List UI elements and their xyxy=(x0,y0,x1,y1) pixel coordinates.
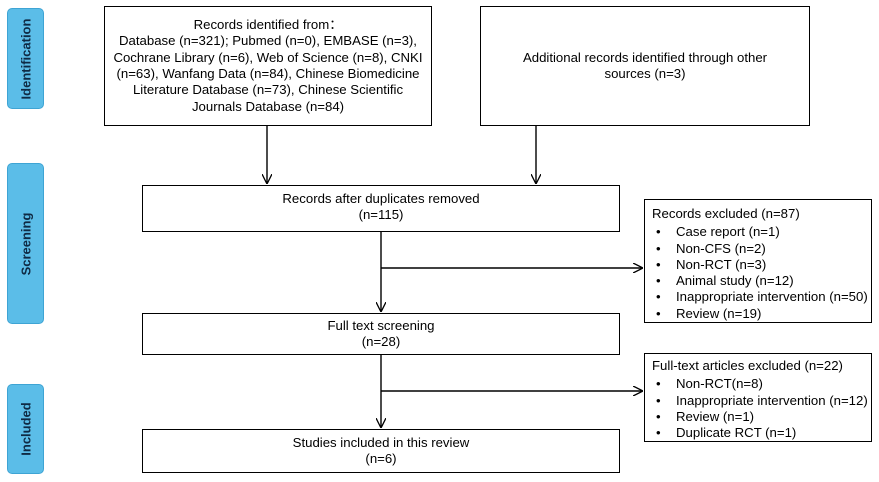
fulltext-excluded-title: Full-text articles excluded (n=22) xyxy=(652,358,843,373)
after-duplicates-line: Records after duplicates removed xyxy=(282,191,480,206)
included-studies-count: (n=6) xyxy=(365,451,397,467)
fulltext-excluded-item: Duplicate RCT (n=1) xyxy=(652,425,871,442)
stage-label-included-text: Included xyxy=(18,402,33,456)
records-excluded-item: Non-CFS (n=2) xyxy=(652,241,871,258)
stage-label-identification-text: Identification xyxy=(18,18,33,99)
records-identified-line: Cochrane Library (n=6), Web of Science (… xyxy=(113,49,423,65)
records-identified-line: (n=63), Wanfang Data (n=84), Chinese Bio… xyxy=(116,66,420,81)
records-identified-line: Database (n=321); Pubmed (n=0), EMBASE (… xyxy=(119,33,417,49)
full-text-count: (n=28) xyxy=(361,334,401,350)
records-excluded-item: Review (n=19) xyxy=(652,306,871,323)
after-duplicates-box: Records after duplicates removed (n=115) xyxy=(142,185,620,232)
records-identified-line: Records identified from： xyxy=(193,16,343,32)
stage-label-included: Included xyxy=(7,384,44,474)
included-studies-line: Studies included in this review xyxy=(292,435,470,450)
stage-label-screening-text: Screening xyxy=(18,212,33,275)
additional-records-line: Additional records identified through ot… xyxy=(522,49,768,65)
fulltext-excluded-list: Non-RCT(n=8) Inappropriate intervention … xyxy=(652,376,871,441)
full-text-line: Full text screening xyxy=(327,318,435,333)
stage-label-screening: Screening xyxy=(7,163,44,324)
records-excluded-title: Records excluded (n=87) xyxy=(652,206,800,221)
records-excluded-item: Animal study (n=12) xyxy=(652,273,871,290)
additional-records-box: Additional records identified through ot… xyxy=(480,6,810,126)
stage-label-identification: Identification xyxy=(7,8,44,109)
records-excluded-item: Non-RCT (n=3) xyxy=(652,257,871,274)
records-identified-box: Records identified from： Database (n=321… xyxy=(104,6,432,126)
included-studies-box: Studies included in this review (n=6) xyxy=(142,429,620,473)
records-excluded-item: Case report (n=1) xyxy=(652,224,871,241)
records-excluded-box: Records excluded (n=87) Case report (n=1… xyxy=(644,199,872,323)
after-duplicates-count: (n=115) xyxy=(358,207,404,223)
records-identified-line: Journals Database (n=84) xyxy=(191,98,345,114)
fulltext-excluded-item: Inappropriate intervention (n=12) xyxy=(652,393,871,410)
fulltext-excluded-item: Review (n=1) xyxy=(652,409,871,426)
fulltext-excluded-item: Non-RCT(n=8) xyxy=(652,376,871,393)
fulltext-excluded-box: Full-text articles excluded (n=22) Non-R… xyxy=(644,353,872,442)
records-excluded-list: Case report (n=1) Non-CFS (n=2) Non-RCT … xyxy=(652,224,871,322)
full-text-box: Full text screening (n=28) xyxy=(142,313,620,355)
records-excluded-item: Inappropriate intervention (n=50) xyxy=(652,289,871,306)
additional-records-line: sources (n=3) xyxy=(604,66,686,81)
records-identified-line: Literature Database (n=73), Chinese Scie… xyxy=(132,82,404,98)
